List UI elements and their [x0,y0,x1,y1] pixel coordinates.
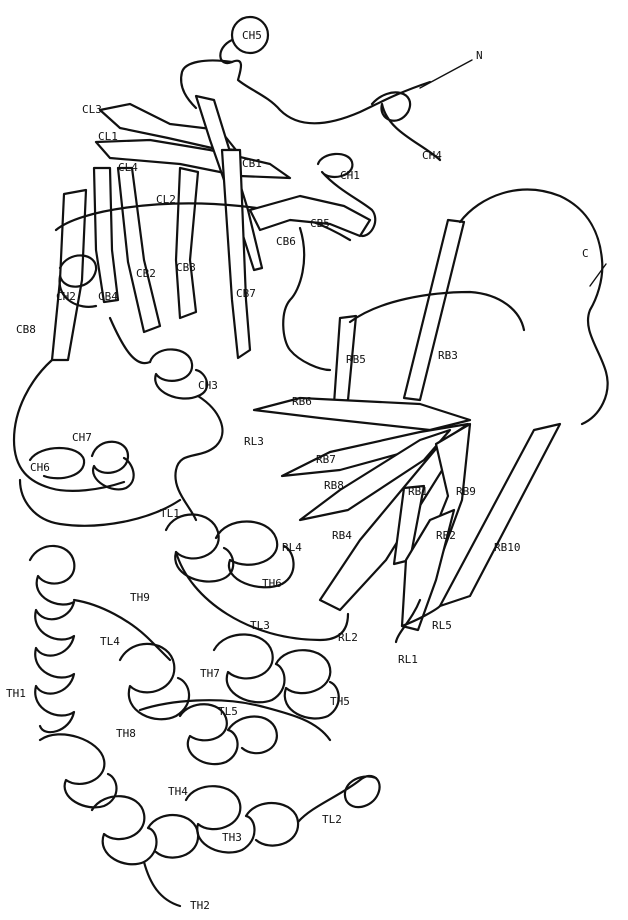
label-rl1: RL1 [398,654,418,665]
label-th6: TH6 [262,578,282,589]
helix-th5 [276,650,339,718]
label-cb4: CB4 [98,291,118,302]
strand-cb8 [52,190,86,360]
label-th2: TH2 [190,900,210,911]
label-th9: TH9 [130,592,150,603]
helix-th1 [30,546,74,732]
label-tl4: TL4 [100,636,120,647]
label-rb9: RB9 [456,486,476,497]
label-th1: TH1 [6,688,26,699]
label-rl3: RL3 [244,436,264,447]
label-ch1: CH1 [340,170,360,181]
label-rb7: RB7 [316,454,336,465]
label-cb2: CB2 [136,268,156,279]
label-cl2: CL2 [156,194,176,205]
strand-cb7 [222,150,250,358]
label-cb1: CB1 [242,158,262,169]
right-loop-outer [460,190,608,424]
label-th3: TH3 [222,832,242,843]
strand-cb3 [176,168,198,318]
strand-cb2 [118,168,160,332]
label-ch7: CH7 [72,432,92,443]
label-th7: TH7 [200,668,220,679]
label-cl1: CL1 [98,131,118,142]
label-n-terminus: N [476,50,483,61]
label-rb3: RB3 [438,350,458,361]
label-rb10: RB10 [494,542,521,553]
label-cl4: CL4 [118,162,138,173]
label-cb7: CB7 [236,288,256,299]
helix-th2 [92,796,198,864]
label-ch2: CH2 [56,291,76,302]
label-tl1: TL1 [160,508,180,519]
label-rb4: RB4 [332,530,352,541]
label-ch4: CH4 [422,150,442,161]
loop-tl1 [110,318,222,520]
helix-th4 [40,734,117,807]
helix-th8 [120,644,189,719]
label-cb5: CB5 [310,218,330,229]
helix-ch7 [92,442,134,490]
label-ch5: CH5 [242,30,262,41]
strand-cb4 [94,168,118,302]
label-cb8: CB8 [16,324,36,335]
label-ch6: CH6 [30,462,50,473]
label-th4: TH4 [168,786,188,797]
label-cb6: CB6 [276,236,296,247]
label-tl2: TL2 [322,814,342,825]
label-ch3: CH3 [198,380,218,391]
label-tl5: TL5 [218,706,238,717]
label-rb5: RB5 [346,354,366,365]
label-tl3: TL3 [250,620,270,631]
label-cl3: CL3 [82,104,102,115]
label-rb6: RB6 [292,396,312,407]
label-rl4: RL4 [282,542,302,553]
label-rb2: RB2 [436,530,456,541]
label-th5: TH5 [330,696,350,707]
label-rl2: RL2 [338,632,358,643]
c-terminus-line [590,264,606,286]
central-loop [283,228,330,370]
loop-tl4 [74,600,170,660]
strand-rb6 [254,398,470,430]
strand-rb3 [404,220,464,400]
helix-th9 [166,514,233,581]
n-terminus-line [420,60,472,88]
helix-th7 [214,634,285,702]
loop-th2 [144,862,180,906]
label-c-terminus: C [582,248,589,259]
label-th8: TH8 [116,728,136,739]
label-rb1: RB1 [408,486,428,497]
label-cb3: CB3 [176,262,196,273]
helix-th3 [186,786,298,852]
strand-cb5-cb6 [250,196,370,236]
label-rb8: RB8 [324,480,344,491]
label-rl5: RL5 [432,620,452,631]
